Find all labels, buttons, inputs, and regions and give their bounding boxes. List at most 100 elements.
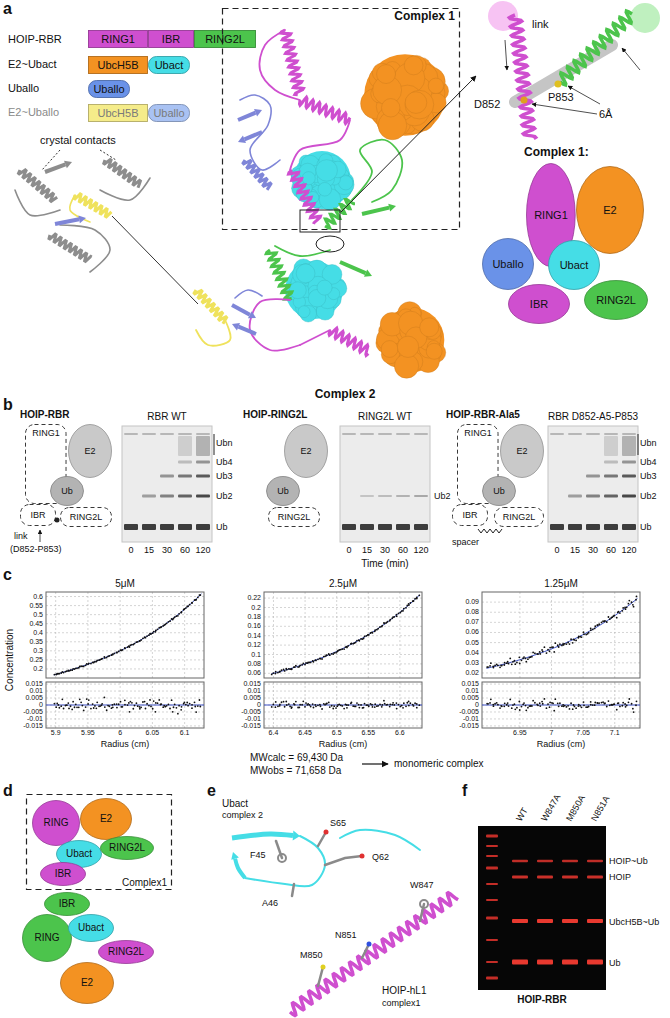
residue-label: A46 xyxy=(262,898,278,908)
loop-ribbon xyxy=(300,330,330,345)
protein-box: UbcH5B xyxy=(88,104,148,122)
gel-band xyxy=(178,436,192,456)
data-point xyxy=(594,625,596,627)
leader-line xyxy=(42,150,60,170)
data-point xyxy=(633,711,635,713)
strand-arrowhead xyxy=(388,204,396,212)
plot-frame xyxy=(46,682,204,728)
data-point xyxy=(299,665,301,667)
leader-line xyxy=(482,612,640,613)
data-point xyxy=(575,707,577,709)
data-point xyxy=(298,707,300,709)
tick-label: 0.015 xyxy=(461,680,479,688)
data-point xyxy=(384,623,386,625)
data-point xyxy=(169,620,171,622)
data-point xyxy=(493,705,495,707)
node-outline xyxy=(23,915,72,962)
leader-line xyxy=(264,691,422,692)
data-point xyxy=(612,703,614,705)
domain-box: RING1 xyxy=(88,30,148,48)
data-point xyxy=(381,704,383,706)
data-point xyxy=(613,614,615,616)
node-outline xyxy=(89,105,148,122)
residue-label: F45 xyxy=(250,850,266,860)
data-point xyxy=(116,651,118,653)
strand-ribbon xyxy=(362,208,389,214)
tick-label: -0.005 xyxy=(459,708,479,716)
data-point xyxy=(101,658,103,660)
tick-label: 0.08 xyxy=(465,608,479,616)
plot-frame xyxy=(46,592,204,678)
loop-ribbon xyxy=(235,290,262,298)
data-point xyxy=(552,703,554,705)
tick-label: 5.9 xyxy=(51,729,61,737)
data-point xyxy=(514,708,516,710)
data-point xyxy=(317,658,319,660)
data-point xyxy=(399,612,401,614)
data-point xyxy=(564,705,566,707)
data-point xyxy=(391,704,393,706)
node-text: Complex1 xyxy=(122,877,167,889)
data-point xyxy=(191,704,193,706)
data-point xyxy=(588,705,590,707)
leader-line xyxy=(614,592,615,678)
data-point xyxy=(127,704,129,706)
leader-line xyxy=(100,150,116,160)
data-point xyxy=(275,671,277,673)
data-point xyxy=(83,710,85,712)
data-point xyxy=(306,662,308,664)
data-point xyxy=(295,701,297,703)
data-point xyxy=(596,702,598,704)
tick-label: 6.5 xyxy=(332,729,342,737)
leader-line xyxy=(482,711,640,712)
side-chain-atom xyxy=(367,942,372,947)
schematic-domain: E2 xyxy=(284,424,328,478)
data-point xyxy=(111,704,113,706)
data-point xyxy=(194,701,196,703)
data-point xyxy=(363,707,365,709)
node-outline xyxy=(269,508,320,527)
schematic-domain: Ub xyxy=(50,476,84,506)
data-point xyxy=(301,704,303,706)
data-point xyxy=(409,702,411,704)
construct-name: Uballo xyxy=(8,82,39,95)
tick-label: 0.015 xyxy=(243,680,261,688)
data-point xyxy=(395,614,397,616)
data-point xyxy=(602,701,604,703)
side-chain xyxy=(318,967,323,986)
data-point xyxy=(275,701,277,703)
data-point xyxy=(281,701,283,703)
data-point xyxy=(504,702,506,704)
data-point xyxy=(174,616,176,618)
protein-box: Uballo xyxy=(148,104,190,122)
data-point xyxy=(377,705,379,707)
data-point xyxy=(557,644,559,646)
data-point xyxy=(112,706,114,708)
data-point xyxy=(96,660,98,662)
data-point xyxy=(139,640,141,642)
data-point xyxy=(598,623,600,625)
tick-label: -0.015 xyxy=(23,722,43,730)
node-outline xyxy=(149,31,194,48)
data-point xyxy=(412,600,414,602)
leader-line xyxy=(264,711,422,712)
tick-label: 6.4 xyxy=(269,729,279,737)
side-chain xyxy=(292,884,294,896)
distance-label: 6Å xyxy=(599,108,612,121)
strand-arrowhead xyxy=(232,323,240,330)
data-point xyxy=(279,704,281,706)
node-text: UbcH5B xyxy=(98,107,139,120)
data-point xyxy=(134,643,136,645)
gel-band xyxy=(537,860,553,863)
leader-line xyxy=(264,705,422,706)
leader-line xyxy=(273,592,274,678)
axis-title: Radius (cm) xyxy=(319,739,368,749)
data-point xyxy=(351,702,353,704)
data-point xyxy=(194,599,196,601)
data-point xyxy=(76,706,78,708)
time-point: 30 xyxy=(588,545,598,555)
data-point xyxy=(78,706,80,708)
data-point xyxy=(372,706,374,708)
gel-title: HOIP-RBR xyxy=(517,994,566,1006)
node-text: E2 xyxy=(84,446,95,456)
